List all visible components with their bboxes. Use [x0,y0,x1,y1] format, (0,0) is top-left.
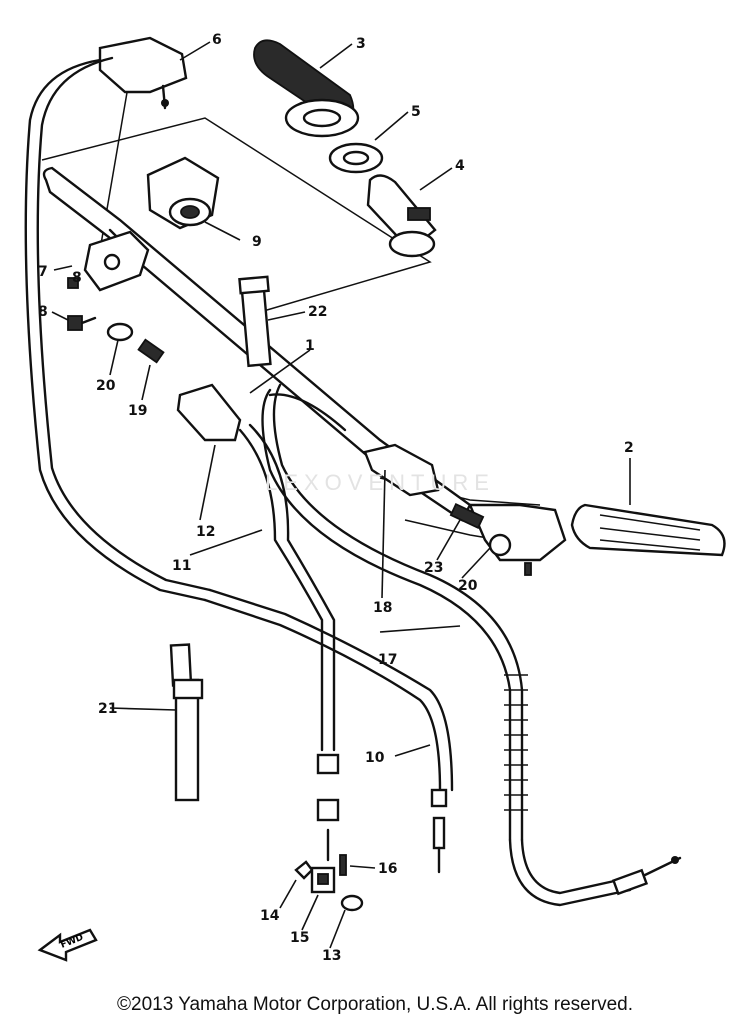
callout-5: 5 [411,104,421,120]
bolt-8 [67,315,97,331]
lever-holder-left [67,230,150,292]
callout-21: 21 [98,701,117,717]
washer-5 [328,142,384,174]
lever-holder-right [449,503,567,576]
callout-17: 17 [378,652,397,668]
callout-6: 6 [212,32,222,48]
callout-16: 16 [378,861,397,877]
callout-8b: 8 [38,304,48,320]
grip-3 [253,39,360,138]
callout-18: 18 [373,600,392,616]
callout-1: 1 [305,338,315,354]
watermark: LEXOVENTURE [265,470,495,495]
switch-housing-9 [146,156,220,230]
cables [24,56,682,907]
callout-8a: 8 [72,270,82,286]
callout-leaders [51,41,631,949]
callout-12: 12 [196,524,215,540]
fwd-arrow: FWD [37,928,98,962]
cable-adjuster-19 [106,322,165,364]
callout-10: 10 [365,750,385,766]
switch-12 [176,383,242,442]
callout-3: 3 [356,36,366,52]
callout-2: 2 [624,440,634,456]
small-parts [294,854,364,912]
copyright-notice: ©2013 Yamaha Motor Corporation, U.S.A. A… [117,994,633,1015]
callout-11: 11 [172,558,191,574]
callout-20a: 20 [96,378,116,394]
callout-13: 13 [322,948,341,964]
cable-tie-22 [238,275,272,368]
throttle-grip-4 [366,174,437,258]
callout-9: 9 [252,234,262,250]
callout-23: 23 [424,560,443,576]
cable-housing-6 [98,36,188,110]
cable-tie-21 [169,643,204,802]
callout-20b: 20 [458,578,478,594]
callout-labels: 1 2 3 4 5 6 7 8 8 9 10 11 12 13 14 15 16… [38,32,634,964]
callout-7: 7 [38,264,48,280]
callout-4: 4 [455,158,465,174]
switch-18 [363,443,440,497]
callout-19: 19 [128,403,147,419]
callout-15: 15 [290,930,309,946]
grip-2 [570,503,726,557]
callout-14: 14 [260,908,280,924]
callout-22: 22 [308,304,327,320]
